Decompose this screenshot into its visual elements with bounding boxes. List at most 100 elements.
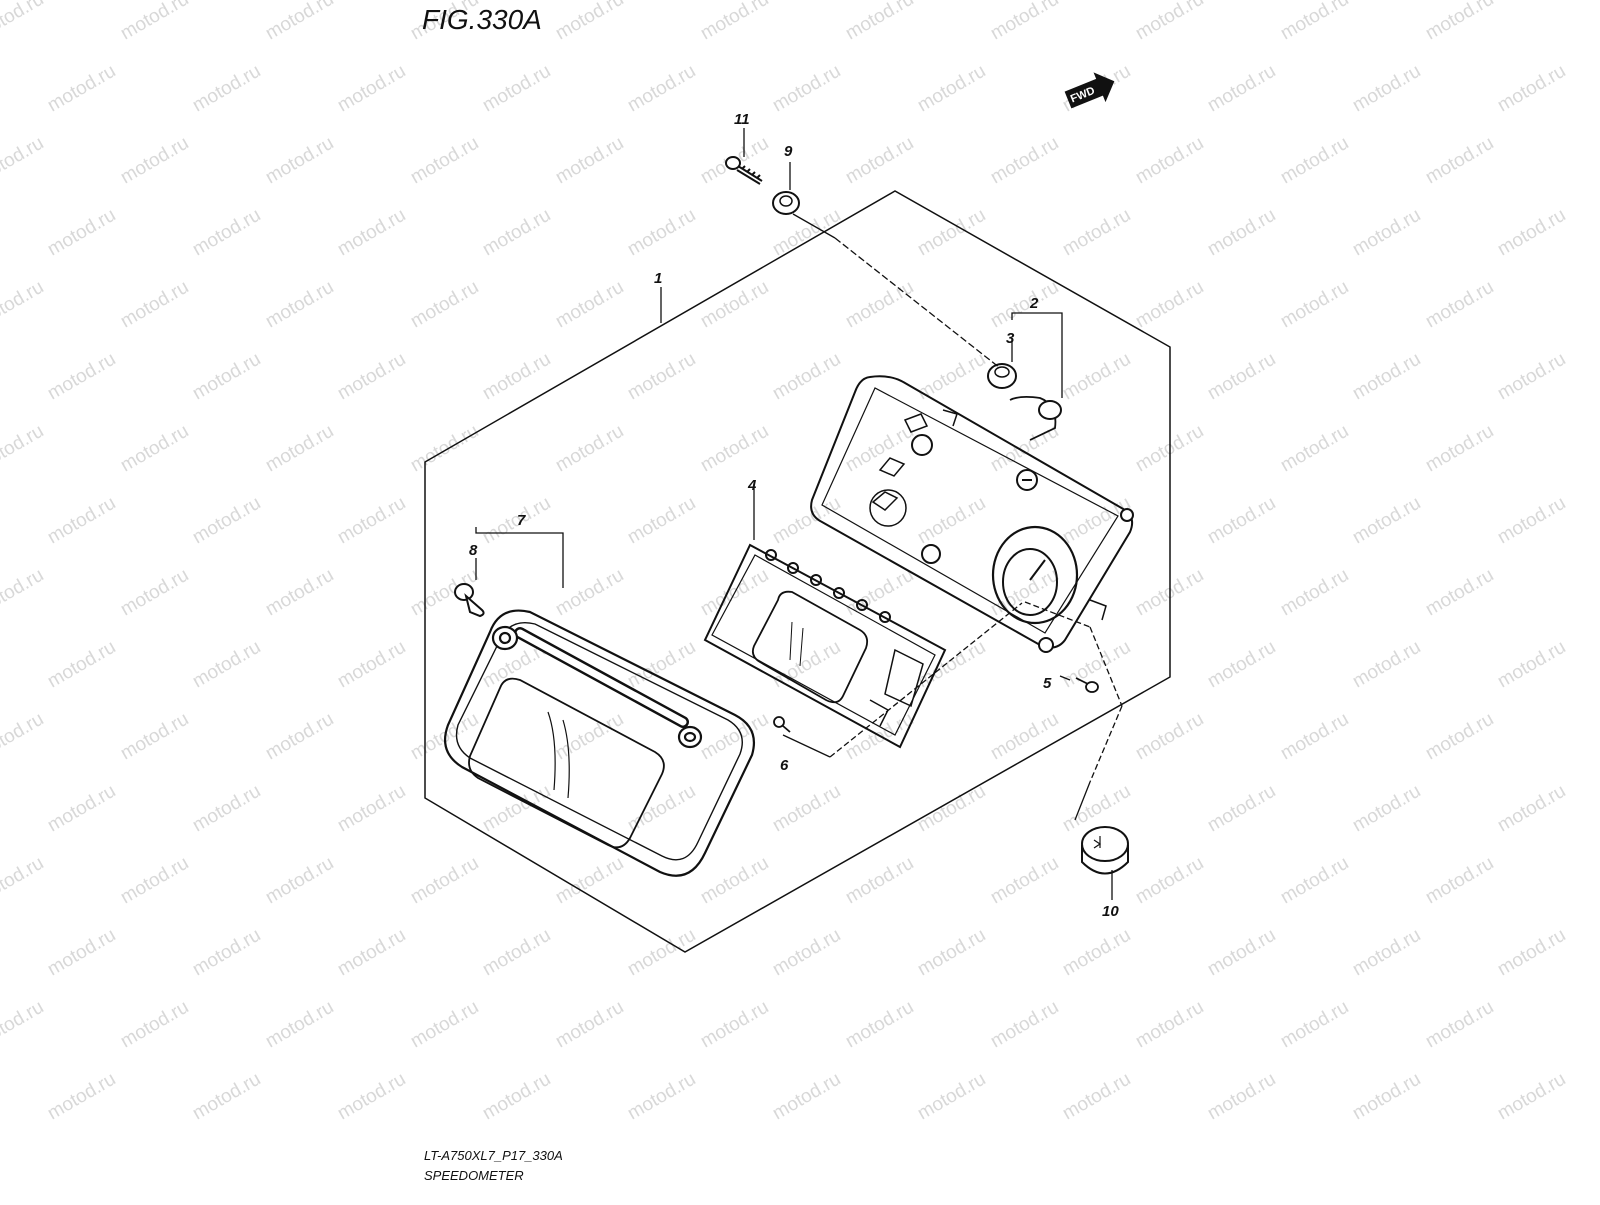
watermark-text: motod.ru: [1204, 1069, 1279, 1125]
watermark-text: motod.ru: [334, 61, 409, 117]
watermark-text: motod.ru: [44, 637, 119, 693]
watermark-text: motod.ru: [697, 0, 772, 44]
callout-5: 5: [1043, 675, 1052, 692]
fwd-arrow-icon: FWD: [1064, 72, 1115, 109]
assembly-name: SPEEDOMETER: [424, 1168, 524, 1183]
watermark-text: motod.ru: [117, 853, 192, 909]
watermark-text: motod.ru: [189, 493, 264, 549]
watermark-text: motod.ru: [1349, 637, 1424, 693]
watermark-text: motod.ru: [914, 781, 989, 837]
watermark-text: motod.ru: [769, 349, 844, 405]
watermark-text: motod.ru: [189, 349, 264, 405]
callout-8: 8: [469, 542, 478, 559]
watermark-text: motod.ru: [1277, 997, 1352, 1053]
watermark-text: motod.ru: [1204, 925, 1279, 981]
watermark-text: motod.ru: [479, 205, 554, 261]
watermark-text: motod.ru: [262, 853, 337, 909]
screw-part-8: [454, 583, 485, 618]
watermark-text: motod.ru: [1132, 997, 1207, 1053]
screw-part-11: [725, 156, 763, 185]
watermark-text: motod.ru: [1277, 277, 1352, 333]
watermark-text: motod.ru: [0, 133, 47, 189]
watermark-text: motod.ru: [1422, 277, 1497, 333]
screw-part-6: [773, 716, 791, 733]
watermark-text: motod.ru: [914, 925, 989, 981]
watermark-text: motod.ru: [0, 0, 47, 44]
watermark-text: motod.ru: [1059, 925, 1134, 981]
watermark-text: motod.ru: [987, 277, 1062, 333]
watermark-text: motod.ru: [479, 781, 554, 837]
watermark-text: motod.ru: [0, 997, 47, 1053]
watermark-text: motod.ru: [334, 205, 409, 261]
watermark-text: motod.ru: [262, 0, 337, 44]
watermark-text: motod.ru: [1059, 349, 1134, 405]
watermark-text: motod.ru: [1204, 493, 1279, 549]
watermark-text: motod.ru: [479, 61, 554, 117]
watermark-text: motod.ru: [1422, 853, 1497, 909]
watermark-text: motod.ru: [334, 781, 409, 837]
watermark-text: motod.ru: [697, 853, 772, 909]
watermark-text: motod.ru: [44, 349, 119, 405]
screw-part-5: [1075, 677, 1099, 693]
watermark-text: motod.ru: [1349, 205, 1424, 261]
watermark-text: motod.ru: [189, 1069, 264, 1125]
watermark-text: motod.ru: [842, 853, 917, 909]
callout-10: 10: [1102, 903, 1119, 920]
watermark-text: motod.ru: [262, 709, 337, 765]
callout-4: 4: [747, 477, 757, 494]
watermark-text: motod.ru: [842, 133, 917, 189]
watermark-text: motod.ru: [1059, 205, 1134, 261]
watermark-text: motod.ru: [1132, 853, 1207, 909]
watermark-text: motod.ru: [842, 421, 917, 477]
watermark-text: motod.ru: [697, 277, 772, 333]
watermark-text: motod.ru: [1422, 0, 1497, 44]
watermark-text: motod.ru: [1349, 1069, 1424, 1125]
watermark-text: motod.ru: [262, 277, 337, 333]
watermark-text: motod.ru: [842, 565, 917, 621]
watermark-text: motod.ru: [117, 277, 192, 333]
watermark-text: motod.ru: [1494, 925, 1569, 981]
watermark-text: motod.ru: [1422, 565, 1497, 621]
watermark-text: motod.ru: [769, 781, 844, 837]
watermark-text: motod.ru: [262, 565, 337, 621]
watermark-text: motod.ru: [1277, 421, 1352, 477]
watermark-text: motod.ru: [552, 421, 627, 477]
watermark-text: motod.ru: [334, 493, 409, 549]
watermark-text: motod.ru: [1349, 925, 1424, 981]
grommet-part-3: [987, 363, 1017, 389]
watermark-text: motod.ru: [44, 61, 119, 117]
leader-lines: [475, 128, 1123, 900]
watermark-text: motod.ru: [1422, 997, 1497, 1053]
watermark-text: motod.ru: [1132, 277, 1207, 333]
watermark-text: motod.ru: [407, 133, 482, 189]
watermark-text: motod.ru: [842, 277, 917, 333]
watermark-text: motod.ru: [697, 709, 772, 765]
watermark-text: motod.ru: [1204, 781, 1279, 837]
watermark-text: motod.ru: [1494, 349, 1569, 405]
watermark-text: motod.ru: [624, 349, 699, 405]
watermark-text: motod.ru: [189, 925, 264, 981]
watermark-layer: motod.ru motod.ru motod.ru motod.ru motod.ru…: [0, 0, 1569, 1124]
watermark-text: motod.ru: [117, 565, 192, 621]
watermark-text: motod.ru: [1494, 637, 1569, 693]
watermark-text: motod.ru: [407, 277, 482, 333]
watermark-text: motod.ru: [1277, 565, 1352, 621]
callout-2: 2: [1029, 295, 1039, 312]
callout-9: 9: [784, 143, 793, 160]
watermark-text: motod.ru: [44, 925, 119, 981]
watermark-text: motod.ru: [987, 0, 1062, 44]
watermark-text: motod.ru: [914, 61, 989, 117]
watermark-text: motod.ru: [1422, 133, 1497, 189]
cushion-part-10: [1081, 826, 1129, 875]
watermark-text: motod.ru: [914, 1069, 989, 1125]
watermark-text: motod.ru: [914, 493, 989, 549]
watermark-text: motod.ru: [1494, 1069, 1569, 1125]
watermark-text: motod.ru: [334, 925, 409, 981]
watermark-text: motod.ru: [262, 133, 337, 189]
watermark-text: motod.ru: [479, 1069, 554, 1125]
watermark-text: motod.ru: [769, 925, 844, 981]
watermark-text: motod.ru: [697, 997, 772, 1053]
watermark-text: motod.ru: [552, 277, 627, 333]
watermark-text: motod.ru: [1494, 781, 1569, 837]
watermark-text: motod.ru: [1277, 853, 1352, 909]
